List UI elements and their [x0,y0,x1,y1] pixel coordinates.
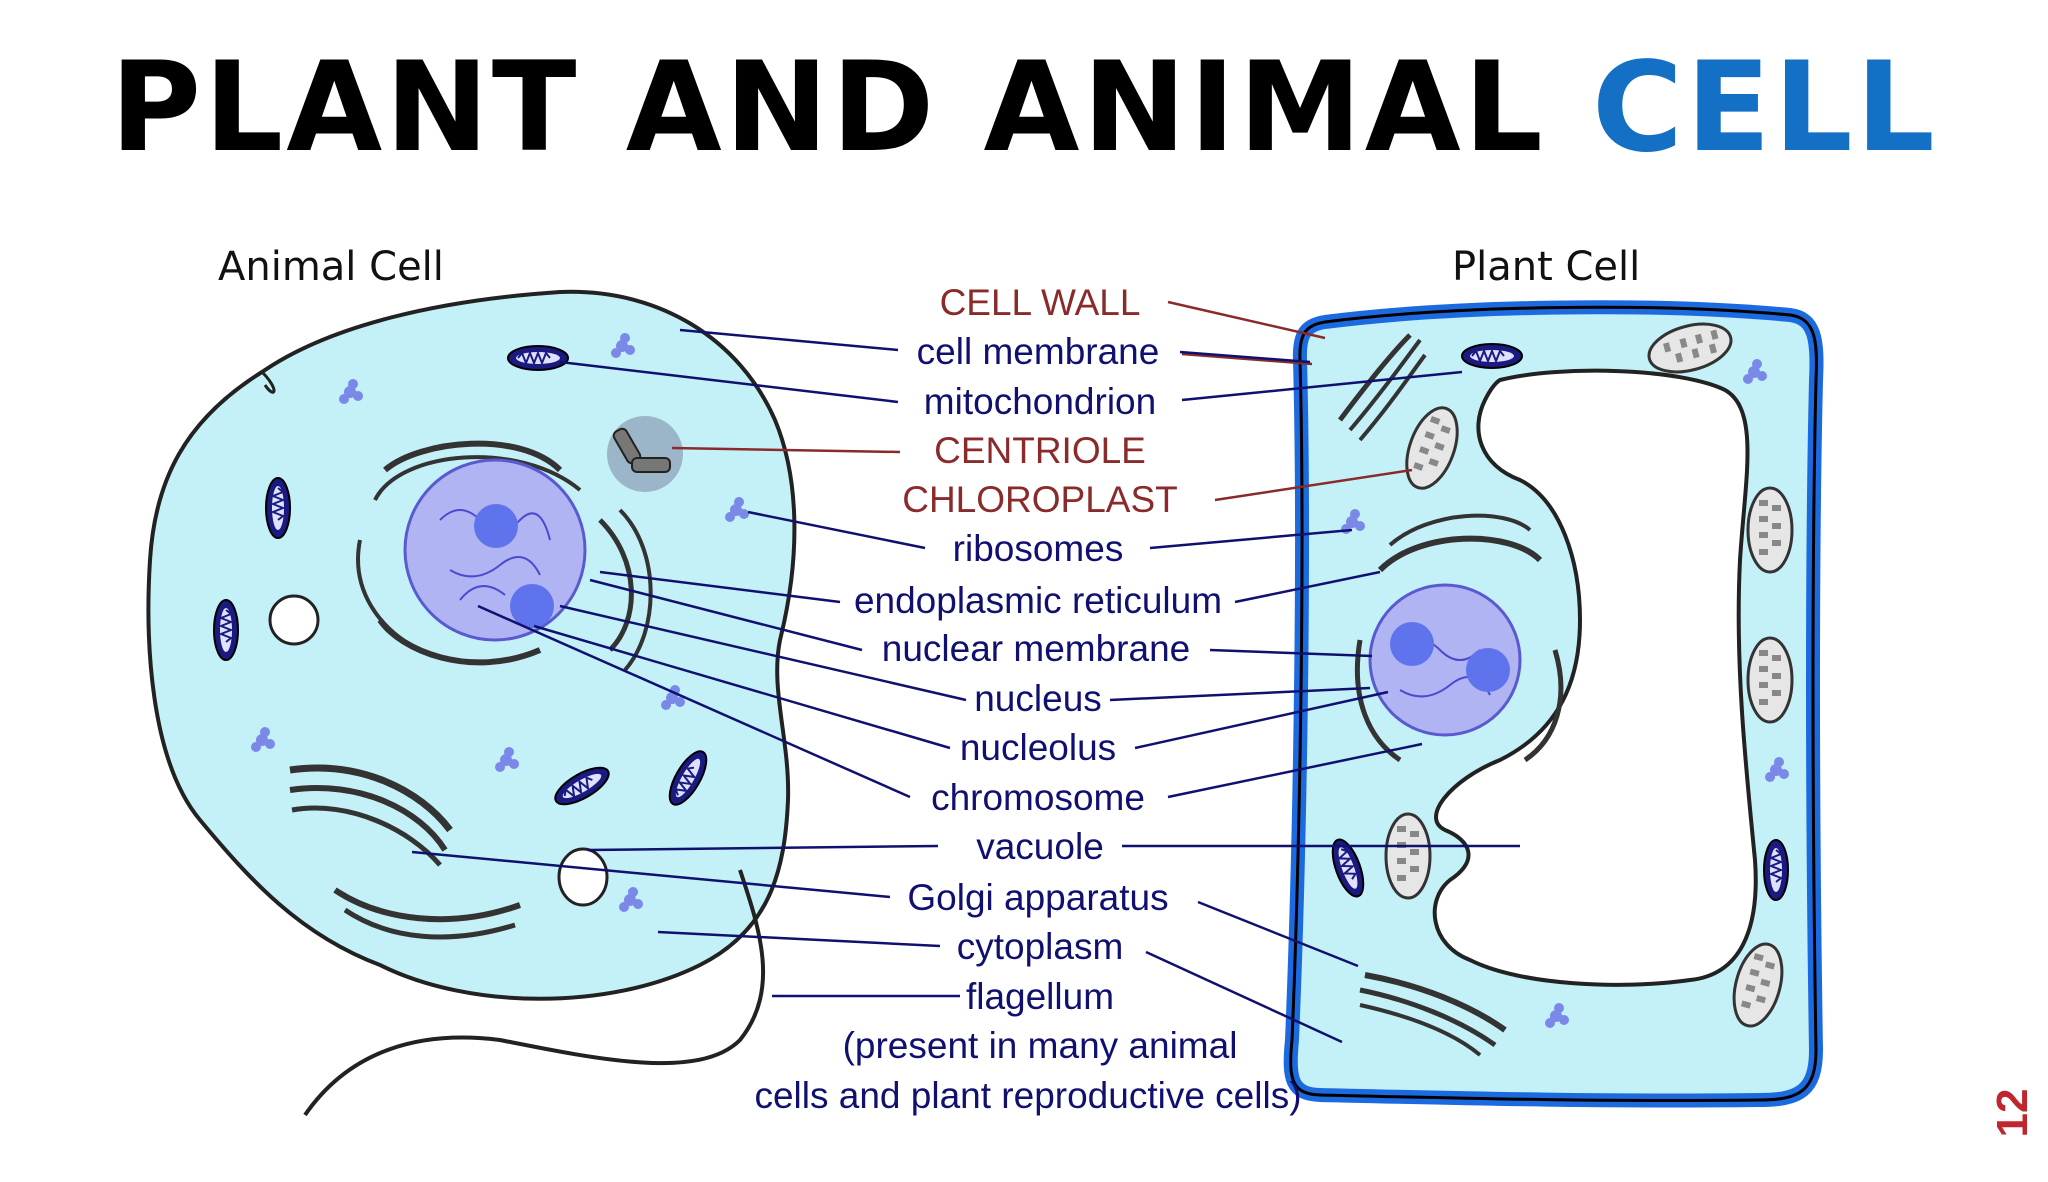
label-cytoplasm: cytoplasm [957,926,1124,967]
label-cell-membrane: cell membrane [917,331,1160,372]
label-flagellum: flagellum [966,976,1114,1017]
plant-cell-heading: Plant Cell [1452,244,1640,290]
label-golgi-apparatus: Golgi apparatus [907,877,1168,918]
label-centriole: CENTRIOLE [934,430,1146,471]
label-cell-wall: CELL WALL [940,282,1141,323]
label-chloroplast: CHLOROPLAST [902,479,1178,520]
labels: CELL WALL cell membrane mitochondrion CE… [754,282,1301,1116]
label-nucleolus: nucleolus [960,727,1116,768]
plant-cell [1283,300,1824,1108]
animal-cell-heading: Animal Cell [218,244,444,290]
animal-cell-membrane [146,289,797,1001]
title-accent: CELL [1591,36,1938,180]
flagellum [303,869,766,1117]
label-vacuole: vacuole [976,826,1104,867]
page-title: PLANT AND ANIMAL CELL [0,46,2048,170]
label-chromosome: chromosome [931,777,1145,818]
leader-lines [411,300,1520,1044]
animal-cell [146,289,797,1117]
animal-nucleolus [474,504,518,548]
title-main: PLANT AND ANIMAL [110,36,1592,180]
label-endoplasmic-reticulum: endoplasmic reticulum [854,580,1222,621]
label-flagellum-note-2: cells and plant reproductive cells) [754,1075,1301,1116]
label-mitochondrion: mitochondrion [924,381,1156,422]
plant-vacuole [1432,368,1758,987]
label-nucleus: nucleus [974,678,1102,719]
label-nuclear-membrane: nuclear membrane [882,628,1190,669]
label-flagellum-note-1: (present in many animal [843,1025,1238,1066]
label-ribosomes: ribosomes [953,528,1124,569]
plant-nucleolus [1390,622,1434,666]
